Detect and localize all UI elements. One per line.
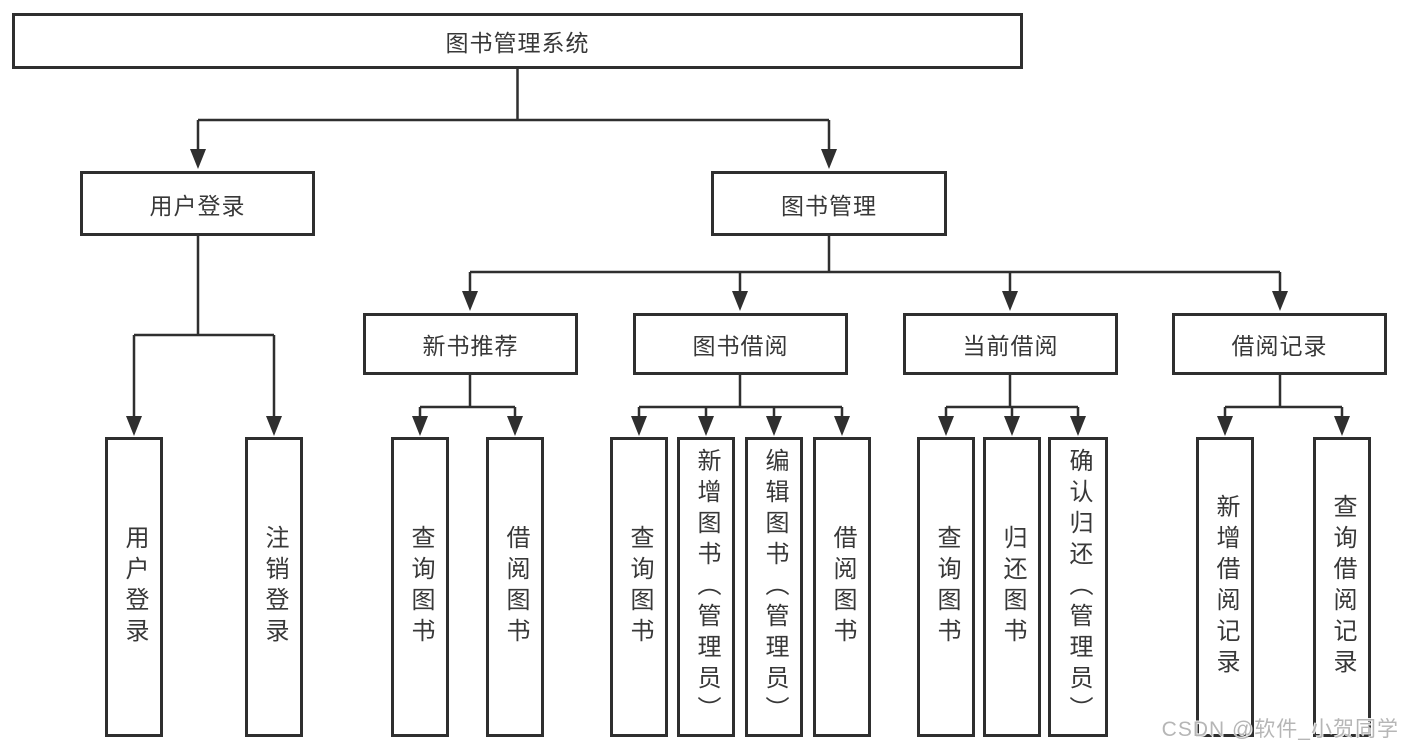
node-book-borrow-label: 图书借阅	[692, 333, 789, 359]
leaf-logout: 注销登录	[245, 437, 303, 737]
arrowheads	[126, 149, 1350, 436]
node-new-book-recommend: 新书推荐	[363, 313, 578, 375]
node-current-borrow: 当前借阅	[903, 313, 1118, 375]
leaf-rec-query-books: 查询图书	[391, 437, 449, 737]
node-new-book-recommend-label: 新书推荐	[422, 333, 519, 359]
leaf-cb-return-books-label: 归还图书	[999, 525, 1026, 649]
node-root-label: 图书管理系统	[445, 30, 590, 56]
leaf-bb-borrow-books-label: 借阅图书	[829, 525, 856, 649]
leaf-bb-query-books-label: 查询图书	[626, 525, 653, 649]
leaf-cb-confirm-return: 确认归还（管理员）	[1048, 437, 1108, 737]
node-user-login: 用户登录	[80, 171, 315, 236]
leaf-logout-label: 注销登录	[261, 525, 288, 649]
leaf-cb-query-books-label: 查询图书	[933, 525, 960, 649]
node-borrow-records: 借阅记录	[1172, 313, 1387, 375]
node-user-login-label: 用户登录	[149, 192, 246, 219]
leaf-bb-edit-books-label: 编辑图书（管理员）	[761, 447, 788, 727]
node-borrow-records-label: 借阅记录	[1231, 333, 1328, 359]
leaf-cb-query-books: 查询图书	[917, 437, 975, 737]
leaf-br-query-record: 查询借阅记录	[1313, 437, 1371, 737]
leaf-cb-confirm-return-label: 确认归还（管理员）	[1065, 447, 1092, 727]
leaf-user-login: 用户登录	[105, 437, 163, 737]
leaf-user-login-label: 用户登录	[121, 525, 148, 649]
node-current-borrow-label: 当前借阅	[962, 333, 1059, 359]
watermark-text: CSDN @软件_小贺同学	[1161, 718, 1399, 741]
leaf-rec-query-books-label: 查询图书	[407, 525, 434, 649]
leaf-br-add-record-label: 新增借阅记录	[1212, 494, 1239, 680]
node-book-management-label: 图书管理	[781, 192, 877, 219]
leaf-rec-borrow-books: 借阅图书	[486, 437, 544, 737]
node-book-borrow: 图书借阅	[633, 313, 848, 375]
node-book-management: 图书管理	[711, 171, 947, 236]
leaf-rec-borrow-books-label: 借阅图书	[502, 525, 529, 649]
leaf-bb-borrow-books: 借阅图书	[813, 437, 871, 737]
leaf-bb-query-books: 查询图书	[610, 437, 668, 737]
connector-paths	[132, 69, 1344, 419]
leaf-bb-edit-books: 编辑图书（管理员）	[745, 437, 803, 737]
leaf-cb-return-books: 归还图书	[983, 437, 1041, 737]
leaf-br-query-record-label: 查询借阅记录	[1329, 494, 1356, 680]
node-root: 图书管理系统	[12, 13, 1023, 69]
leaf-bb-add-books: 新增图书（管理员）	[677, 437, 735, 737]
leaf-bb-add-books-label: 新增图书（管理员）	[693, 447, 720, 727]
leaf-br-add-record: 新增借阅记录	[1196, 437, 1254, 737]
